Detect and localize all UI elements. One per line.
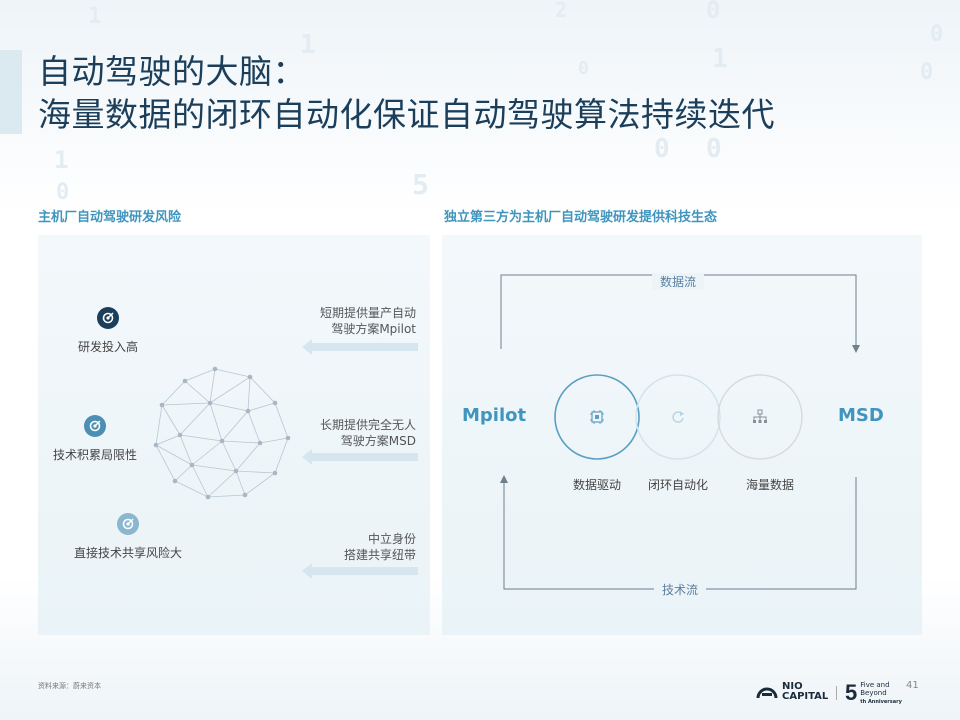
nio-logo-icon bbox=[756, 687, 778, 699]
footer-divider bbox=[836, 686, 837, 700]
source-note: 资料来源：蔚来资本 bbox=[38, 682, 101, 690]
circle-label-data-driven: 数据驱动 bbox=[572, 478, 621, 492]
tech-flow-label: 技术流 bbox=[654, 581, 707, 598]
anniversary-logo: 5 Five and Beyond th Anniversary bbox=[845, 680, 902, 706]
title-line-1: 自动驾驶的大脑： bbox=[38, 52, 306, 91]
page-title: 自动驾驶的大脑： 海量数据的闭环自动化保证自动驾驶算法持续迭代 bbox=[38, 50, 775, 136]
nio-capital-logo: NIO CAPITAL bbox=[756, 682, 828, 702]
anniv-number: 5 bbox=[845, 680, 858, 705]
target-icon bbox=[97, 307, 119, 329]
anniv-line-1: Five and bbox=[860, 680, 890, 689]
risk-item-rd-cost: 研发投入高 bbox=[68, 307, 148, 355]
offer-mpilot: 短期提供量产自动 驾驶方案Mpilot bbox=[276, 305, 416, 337]
hierarchy-icon bbox=[753, 409, 767, 423]
page-number: 41 bbox=[906, 680, 919, 691]
mpilot-label: Mpilot bbox=[462, 405, 527, 426]
offer-line: 驾驶方案MSD bbox=[340, 434, 416, 448]
offer-line: 短期提供量产自动 bbox=[319, 306, 416, 320]
network-sphere-graphic bbox=[153, 366, 291, 500]
right-section-heading: 独立第三方为主机厂自动驾驶研发提供科技生态 bbox=[444, 210, 718, 225]
risk-label: 研发投入高 bbox=[77, 340, 138, 354]
risk-item-sharing-risk: 直接技术共享风险大 bbox=[68, 513, 188, 561]
offer-line: 驾驶方案Mpilot bbox=[331, 322, 416, 336]
left-arrow-icon bbox=[302, 563, 418, 579]
brand-line-1: NIO bbox=[782, 681, 803, 692]
offer-neutral: 中立身份 搭建共享纽带 bbox=[276, 531, 416, 563]
brand-line-2: CAPITAL bbox=[782, 691, 829, 702]
offer-line: 长期提供完全无人 bbox=[319, 418, 416, 432]
anniv-line-2: Beyond bbox=[860, 688, 887, 697]
msd-label: MSD bbox=[838, 405, 884, 426]
circle-label-closed-loop: 闭环自动化 bbox=[647, 478, 708, 492]
title-line-2: 海量数据的闭环自动化保证自动驾驶算法持续迭代 bbox=[38, 95, 775, 134]
target-icon bbox=[117, 513, 139, 535]
left-panel: 研发投入高 技术积累局限性 直接技术共享风险大 bbox=[38, 235, 430, 635]
offer-line: 搭建共享纽带 bbox=[343, 548, 416, 562]
offer-line: 中立身份 bbox=[367, 532, 416, 546]
offer-msd: 长期提供完全无人 驾驶方案MSD bbox=[276, 417, 416, 449]
left-arrow-icon bbox=[302, 449, 418, 465]
title-accent-bar bbox=[0, 50, 22, 134]
target-icon bbox=[84, 415, 106, 437]
chip-icon bbox=[590, 410, 604, 424]
risk-label: 直接技术共享风险大 bbox=[73, 546, 182, 560]
refresh-icon bbox=[672, 411, 684, 423]
circle-label-big-data: 海量数据 bbox=[745, 478, 794, 492]
anniv-line-3: th Anniversary bbox=[860, 698, 902, 705]
right-panel: 数据流 技术流 Mpilot MSD 数据驱动 闭环自动化 海量数据 bbox=[442, 235, 922, 635]
left-section-heading: 主机厂自动驾驶研发风险 bbox=[38, 210, 182, 225]
risk-item-tech-limit: 技术积累局限性 bbox=[40, 415, 150, 463]
left-arrow-icon bbox=[302, 339, 418, 355]
data-flow-label: 数据流 bbox=[652, 273, 705, 290]
flow-lines-graphic bbox=[500, 274, 860, 590]
risk-label: 技术积累局限性 bbox=[52, 448, 137, 462]
